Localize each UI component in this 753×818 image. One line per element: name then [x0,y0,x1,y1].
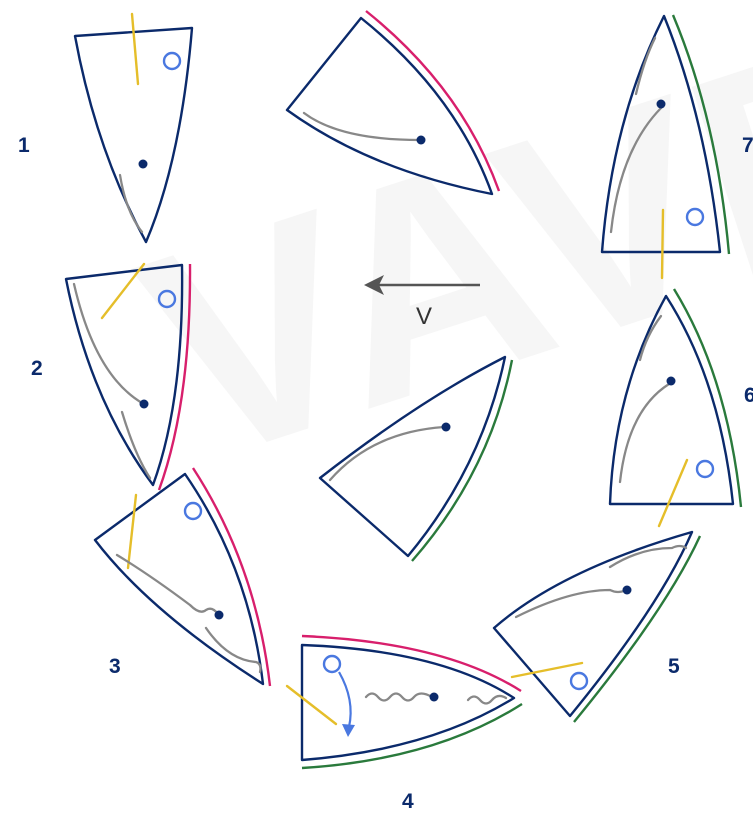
clew-ring-icon [185,503,201,519]
pivot-dot [430,693,439,702]
sail-step-5 [494,532,700,722]
tell-tale [117,555,218,614]
flip-arrow-icon [339,672,351,727]
pivot-dot [139,160,148,169]
clew-ring-icon [164,53,180,69]
step-label-6: 6 [744,384,753,407]
tell-tale [620,384,669,482]
tack-marker [132,14,138,84]
pivot-dot [657,100,666,109]
step-label-3: 3 [109,655,121,678]
pivot-dot [215,611,224,620]
pivot-dot [442,423,451,432]
tack-marker [287,686,336,724]
wind-label: V [416,303,432,330]
clew-ring-icon [324,656,340,672]
pivot-dot [140,400,149,409]
green-edge [302,704,522,768]
tack-marker [128,495,136,568]
step-label-7: 7 [742,134,753,157]
flip-arrow-head [342,724,355,737]
tack-marker [662,210,663,278]
step-label-2: 2 [31,357,43,380]
pivot-dot [623,586,632,595]
tell-tale [74,284,142,403]
pivot-dot [417,136,426,145]
step-label-1: 1 [18,134,30,157]
watermark-text: VAVEC [108,0,753,527]
tell-tale [468,696,506,704]
sail-step-4 [287,636,522,768]
tell-tale [516,590,626,617]
clew-ring-icon [571,673,587,689]
clew-ring-icon [697,461,713,477]
step-label-5: 5 [668,655,680,678]
tack-marker [659,460,687,526]
step-label-4: 4 [402,790,414,813]
sail-outline [494,532,692,716]
pivot-dot [667,377,676,386]
tack-marker [512,663,582,677]
tell-tale [366,694,432,701]
